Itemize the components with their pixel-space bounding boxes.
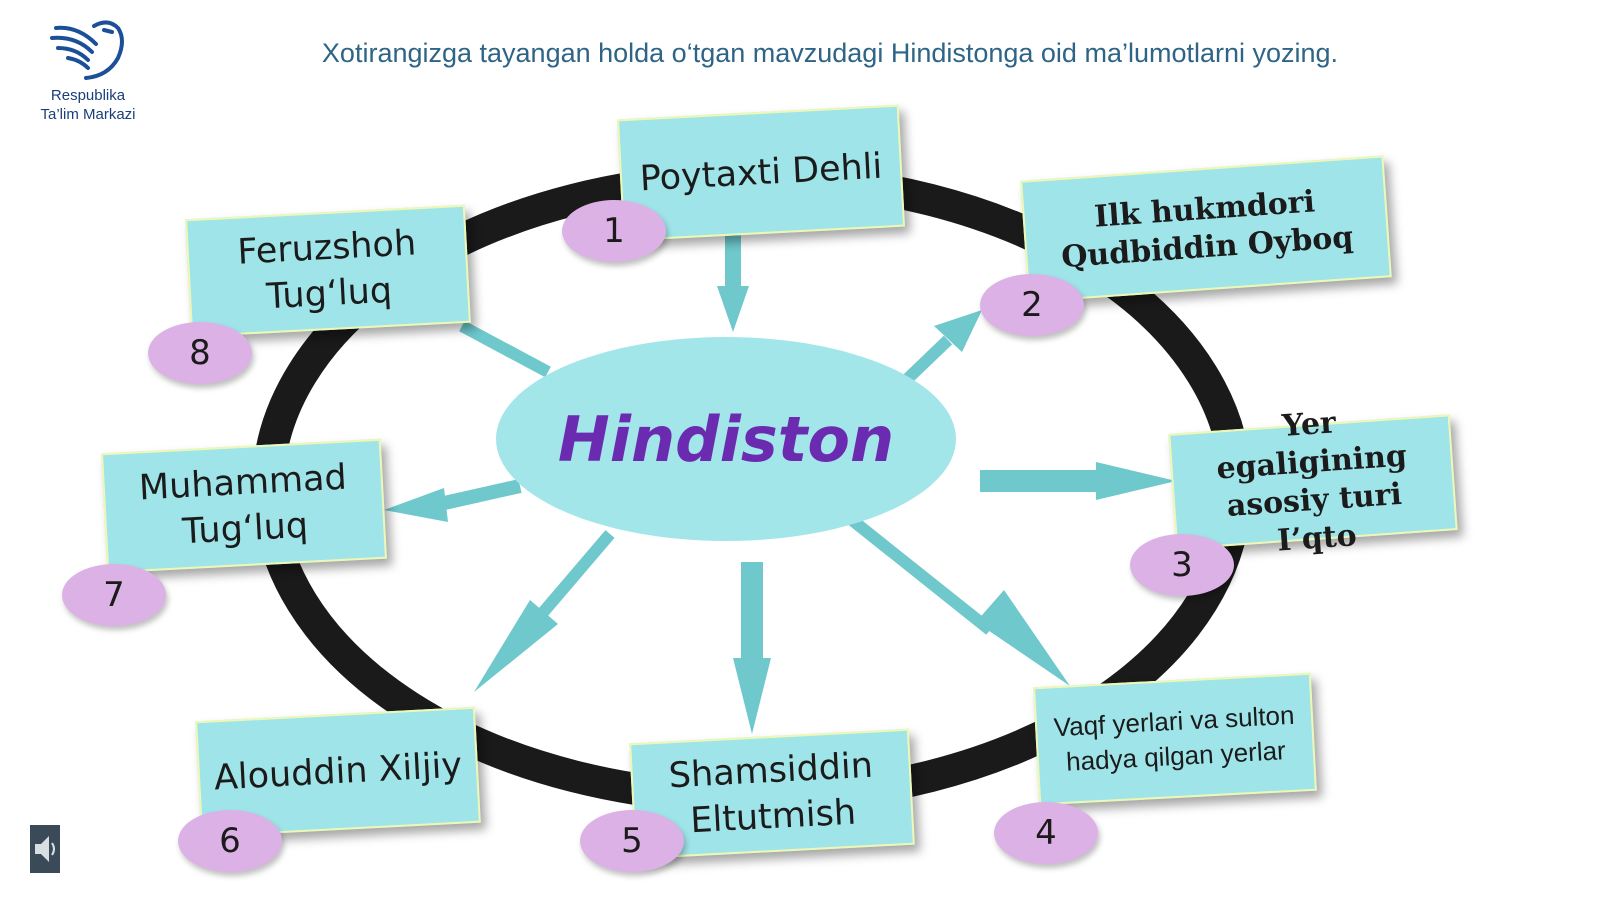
card-7: Muhammad Tug‘luq bbox=[101, 438, 387, 574]
badge-5: 5 bbox=[580, 810, 684, 872]
card-3: Yer egaligining asosiy turi I’qto bbox=[1168, 405, 1458, 559]
page-title: Xotirangizga tayangan holda o‘tgan mavzu… bbox=[321, 38, 1339, 68]
arrow-8 bbox=[459, 320, 551, 378]
arrow-3 bbox=[980, 462, 1176, 500]
badge-6: 6 bbox=[178, 810, 282, 872]
center-label: Hindiston bbox=[557, 402, 895, 476]
logo: Respublika Ta’lim Markazi bbox=[28, 14, 148, 124]
badge-1: 1 bbox=[562, 200, 666, 262]
card-2: Ilk hukmdori Qudbiddin Oyboq bbox=[1020, 155, 1392, 303]
arrow-7 bbox=[384, 479, 522, 522]
arrow-5 bbox=[733, 562, 771, 734]
logo-line2: Ta’lim Markazi bbox=[40, 106, 136, 123]
badge-3: 3 bbox=[1130, 534, 1234, 596]
dove-icon bbox=[50, 20, 124, 80]
card-4: Vaqf yerlari va sulton hadya qilgan yerl… bbox=[1033, 672, 1317, 806]
card-8: Feruzshoh Tug‘luq bbox=[185, 204, 471, 338]
badge-2: 2 bbox=[980, 274, 1084, 336]
arrow-6 bbox=[474, 530, 615, 692]
speaker-icon[interactable] bbox=[30, 825, 60, 873]
arrow-2 bbox=[893, 310, 982, 393]
logo-line1: Respublika bbox=[50, 87, 126, 104]
arrow-4 bbox=[848, 515, 1070, 686]
center-node: Hindiston bbox=[496, 337, 956, 541]
badge-4: 4 bbox=[994, 802, 1098, 864]
badge-8: 8 bbox=[148, 322, 252, 384]
arrow-1 bbox=[717, 232, 749, 332]
badge-7: 7 bbox=[62, 564, 166, 626]
